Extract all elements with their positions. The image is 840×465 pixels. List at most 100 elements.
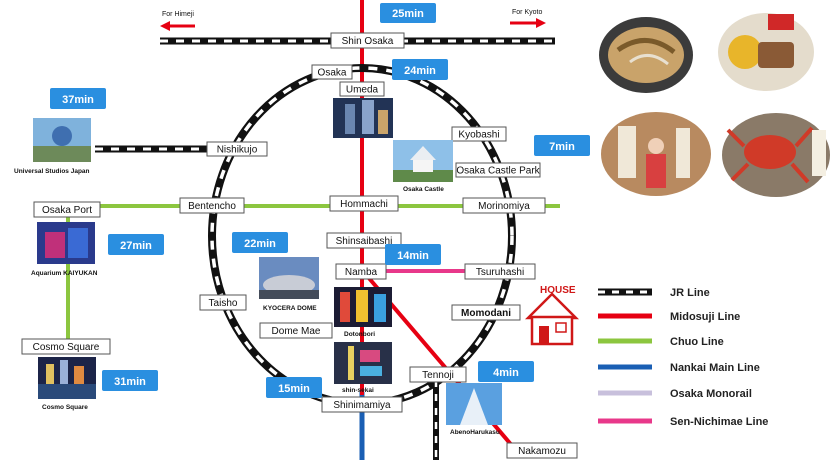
arrow-right-icon	[536, 18, 546, 28]
arrow-left-icon	[160, 21, 170, 31]
legend-label: Sen-Nichimae Line	[670, 416, 768, 428]
svg-text:Cosmo Square: Cosmo Square	[33, 342, 100, 353]
legend-label: Nankai Main Line	[670, 362, 760, 374]
station-tsuruhashi[interactable]: Tsuruhashi	[464, 263, 536, 280]
station-shinimamiya[interactable]: Shinimamiya	[321, 396, 403, 413]
svg-text:37min: 37min	[62, 94, 94, 106]
station-namba[interactable]: Namba	[335, 263, 387, 280]
legend-item: JR Line	[598, 287, 710, 299]
usj-photo: Universal Studios Japan	[14, 118, 91, 175]
svg-text:Kyobashi: Kyobashi	[458, 130, 499, 141]
abeno-photo: AbenoHarukasu	[446, 383, 502, 436]
usj-caption: Universal Studios Japan	[14, 168, 90, 175]
svg-text:Tsuruhashi: Tsuruhashi	[476, 267, 524, 278]
kyoto-label: For Kyoto	[512, 9, 542, 16]
station-nishikujo[interactable]: Nishikujo	[206, 141, 268, 157]
station-taisho[interactable]: Taisho	[199, 294, 247, 311]
time-badge-namba: 14min	[385, 244, 441, 265]
direction-himeji: For Himeji	[160, 11, 195, 31]
direction-kyoto: For Kyoto	[510, 9, 546, 28]
svg-text:Morinomiya: Morinomiya	[478, 201, 530, 212]
svg-text:Osaka: Osaka	[318, 68, 347, 79]
svg-text:24min: 24min	[404, 65, 436, 77]
svg-text:Tennoji: Tennoji	[422, 370, 454, 381]
dotonbori-photo: Dotonbori	[334, 287, 392, 338]
time-badge-dome: 22min	[232, 232, 288, 253]
aquarium-photo: Aquarium KAIYUKAN	[31, 222, 98, 277]
station-momodani[interactable]: Momodani	[451, 304, 521, 321]
legend-label: Midosuji Line	[670, 311, 740, 323]
svg-text:Nakamozu: Nakamozu	[518, 446, 566, 457]
umeda-photo	[333, 98, 393, 138]
castle-photo: Osaka Castle	[393, 140, 453, 193]
station-osaka-castle-park[interactable]: Osaka Castle Park	[455, 162, 541, 178]
time-badge-aquarium: 27min	[108, 234, 164, 255]
cosmo-photo: Cosmo Square	[38, 357, 96, 411]
station-dome-mae[interactable]: Dome Mae	[259, 322, 333, 339]
svg-text:Shinsaibashi: Shinsaibashi	[336, 236, 393, 247]
time-badge-cosmo: 31min	[102, 370, 158, 391]
house-label: HOUSE	[540, 285, 576, 296]
abeno-caption: AbenoHarukasu	[450, 429, 500, 436]
legend-label: JR Line	[670, 287, 710, 299]
time-badge-shinimamiya: 15min	[266, 377, 322, 398]
legend-item: Chuo Line	[598, 336, 724, 348]
dome-photo: KYOCERA DOME	[259, 257, 319, 312]
kushikatsu-photo	[718, 13, 814, 91]
legend-item: Osaka Monorail	[598, 388, 752, 400]
svg-text:7min: 7min	[549, 141, 575, 153]
time-badge-umeda: 24min	[392, 59, 448, 80]
shinsekai-photo: shin-sekai	[334, 342, 392, 394]
legend-item: Sen-Nichimae Line	[598, 416, 768, 428]
svg-text:Nishikujo: Nishikujo	[217, 145, 258, 156]
legend-label: Chuo Line	[670, 336, 724, 348]
svg-text:Shinimamiya: Shinimamiya	[333, 400, 391, 411]
castle-caption: Osaka Castle	[403, 186, 444, 193]
shinsekai-caption: shin-sekai	[342, 387, 374, 394]
legend-label: Osaka Monorail	[670, 388, 752, 400]
cosmo-caption: Cosmo Square	[42, 404, 88, 411]
svg-text:Osaka Castle Park: Osaka Castle Park	[456, 166, 540, 177]
himeji-label: For Himeji	[162, 11, 194, 18]
svg-text:4min: 4min	[493, 367, 519, 379]
time-badge-usj: 37min	[50, 88, 106, 109]
svg-text:14min: 14min	[397, 250, 429, 262]
station-cosmo-square[interactable]: Cosmo Square	[21, 338, 111, 355]
okonomiyaki-photo	[599, 17, 693, 93]
svg-text:Hommachi: Hommachi	[340, 199, 388, 210]
station-tennoji[interactable]: Tennoji	[409, 366, 467, 383]
svg-text:27min: 27min	[120, 240, 152, 252]
svg-text:Dome Mae: Dome Mae	[272, 326, 321, 337]
dotonbori-caption: Dotonbori	[344, 331, 375, 338]
station-morinomiya[interactable]: Morinomiya	[462, 197, 546, 214]
svg-text:31min: 31min	[114, 376, 146, 388]
station-kyobashi[interactable]: Kyobashi	[451, 126, 507, 142]
legend-item: Midosuji Line	[598, 311, 740, 323]
svg-text:Momodani: Momodani	[461, 308, 511, 319]
station-osaka-port[interactable]: Osaka Port	[33, 201, 101, 218]
time-badge-castle: 7min	[534, 135, 590, 156]
svg-text:15min: 15min	[278, 383, 310, 395]
svg-text:Bentencho: Bentencho	[188, 201, 236, 212]
svg-text:Umeda: Umeda	[346, 85, 379, 96]
aquarium-caption: Aquarium KAIYUKAN	[31, 270, 98, 277]
svg-text:25min: 25min	[392, 8, 424, 20]
svg-text:22min: 22min	[244, 238, 276, 250]
station-osaka[interactable]: Osaka	[311, 64, 353, 80]
svg-text:Namba: Namba	[345, 267, 378, 278]
globe-icon	[52, 126, 72, 146]
svg-text:Osaka Port: Osaka Port	[42, 205, 92, 216]
kani-doraku-photo	[722, 113, 830, 197]
station-nakamozu[interactable]: Nakamozu	[506, 442, 578, 459]
station-shinsaibashi[interactable]: Shinsaibashi	[326, 232, 402, 249]
station-shin-osaka[interactable]: Shin Osaka	[330, 32, 405, 49]
time-badge-tennoji: 4min	[478, 361, 534, 382]
station-bentencho[interactable]: Bentencho	[179, 197, 245, 214]
station-hommachi[interactable]: Hommachi	[329, 195, 399, 212]
dome-caption: KYOCERA DOME	[263, 305, 317, 312]
station-umeda[interactable]: Umeda	[339, 81, 385, 97]
legend-item: Nankai Main Line	[598, 362, 760, 374]
